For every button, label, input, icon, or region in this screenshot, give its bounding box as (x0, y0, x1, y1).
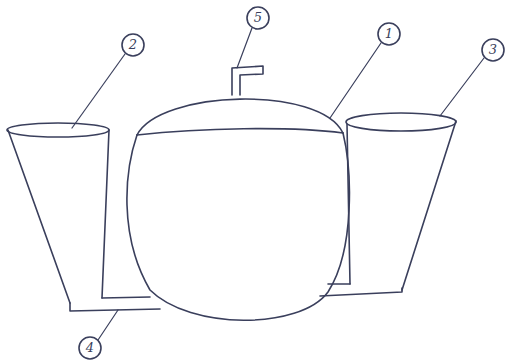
pot-rim (137, 129, 343, 135)
callout-number: 2 (122, 34, 144, 56)
leader-line (72, 54, 125, 128)
leader-line (237, 28, 252, 68)
left-cone-rim (7, 123, 109, 137)
leader-line (98, 310, 118, 340)
pot-body (127, 133, 349, 320)
right-pipe (320, 284, 402, 296)
callout-circle (378, 23, 400, 45)
left-cone-body (8, 130, 109, 303)
leader-line (440, 58, 484, 116)
left-pipe (70, 297, 160, 311)
leader-line (330, 43, 381, 118)
callout-circle (247, 7, 269, 29)
top-tube (232, 66, 263, 95)
callout-number: 3 (482, 39, 504, 61)
callout-number: 1 (378, 23, 400, 45)
pot-lid (137, 99, 343, 135)
callout-number: 5 (247, 7, 269, 29)
callout-number: 4 (79, 337, 101, 359)
callout-circle (122, 34, 144, 56)
callout-circle (482, 39, 504, 61)
right-cone-body (347, 121, 456, 290)
